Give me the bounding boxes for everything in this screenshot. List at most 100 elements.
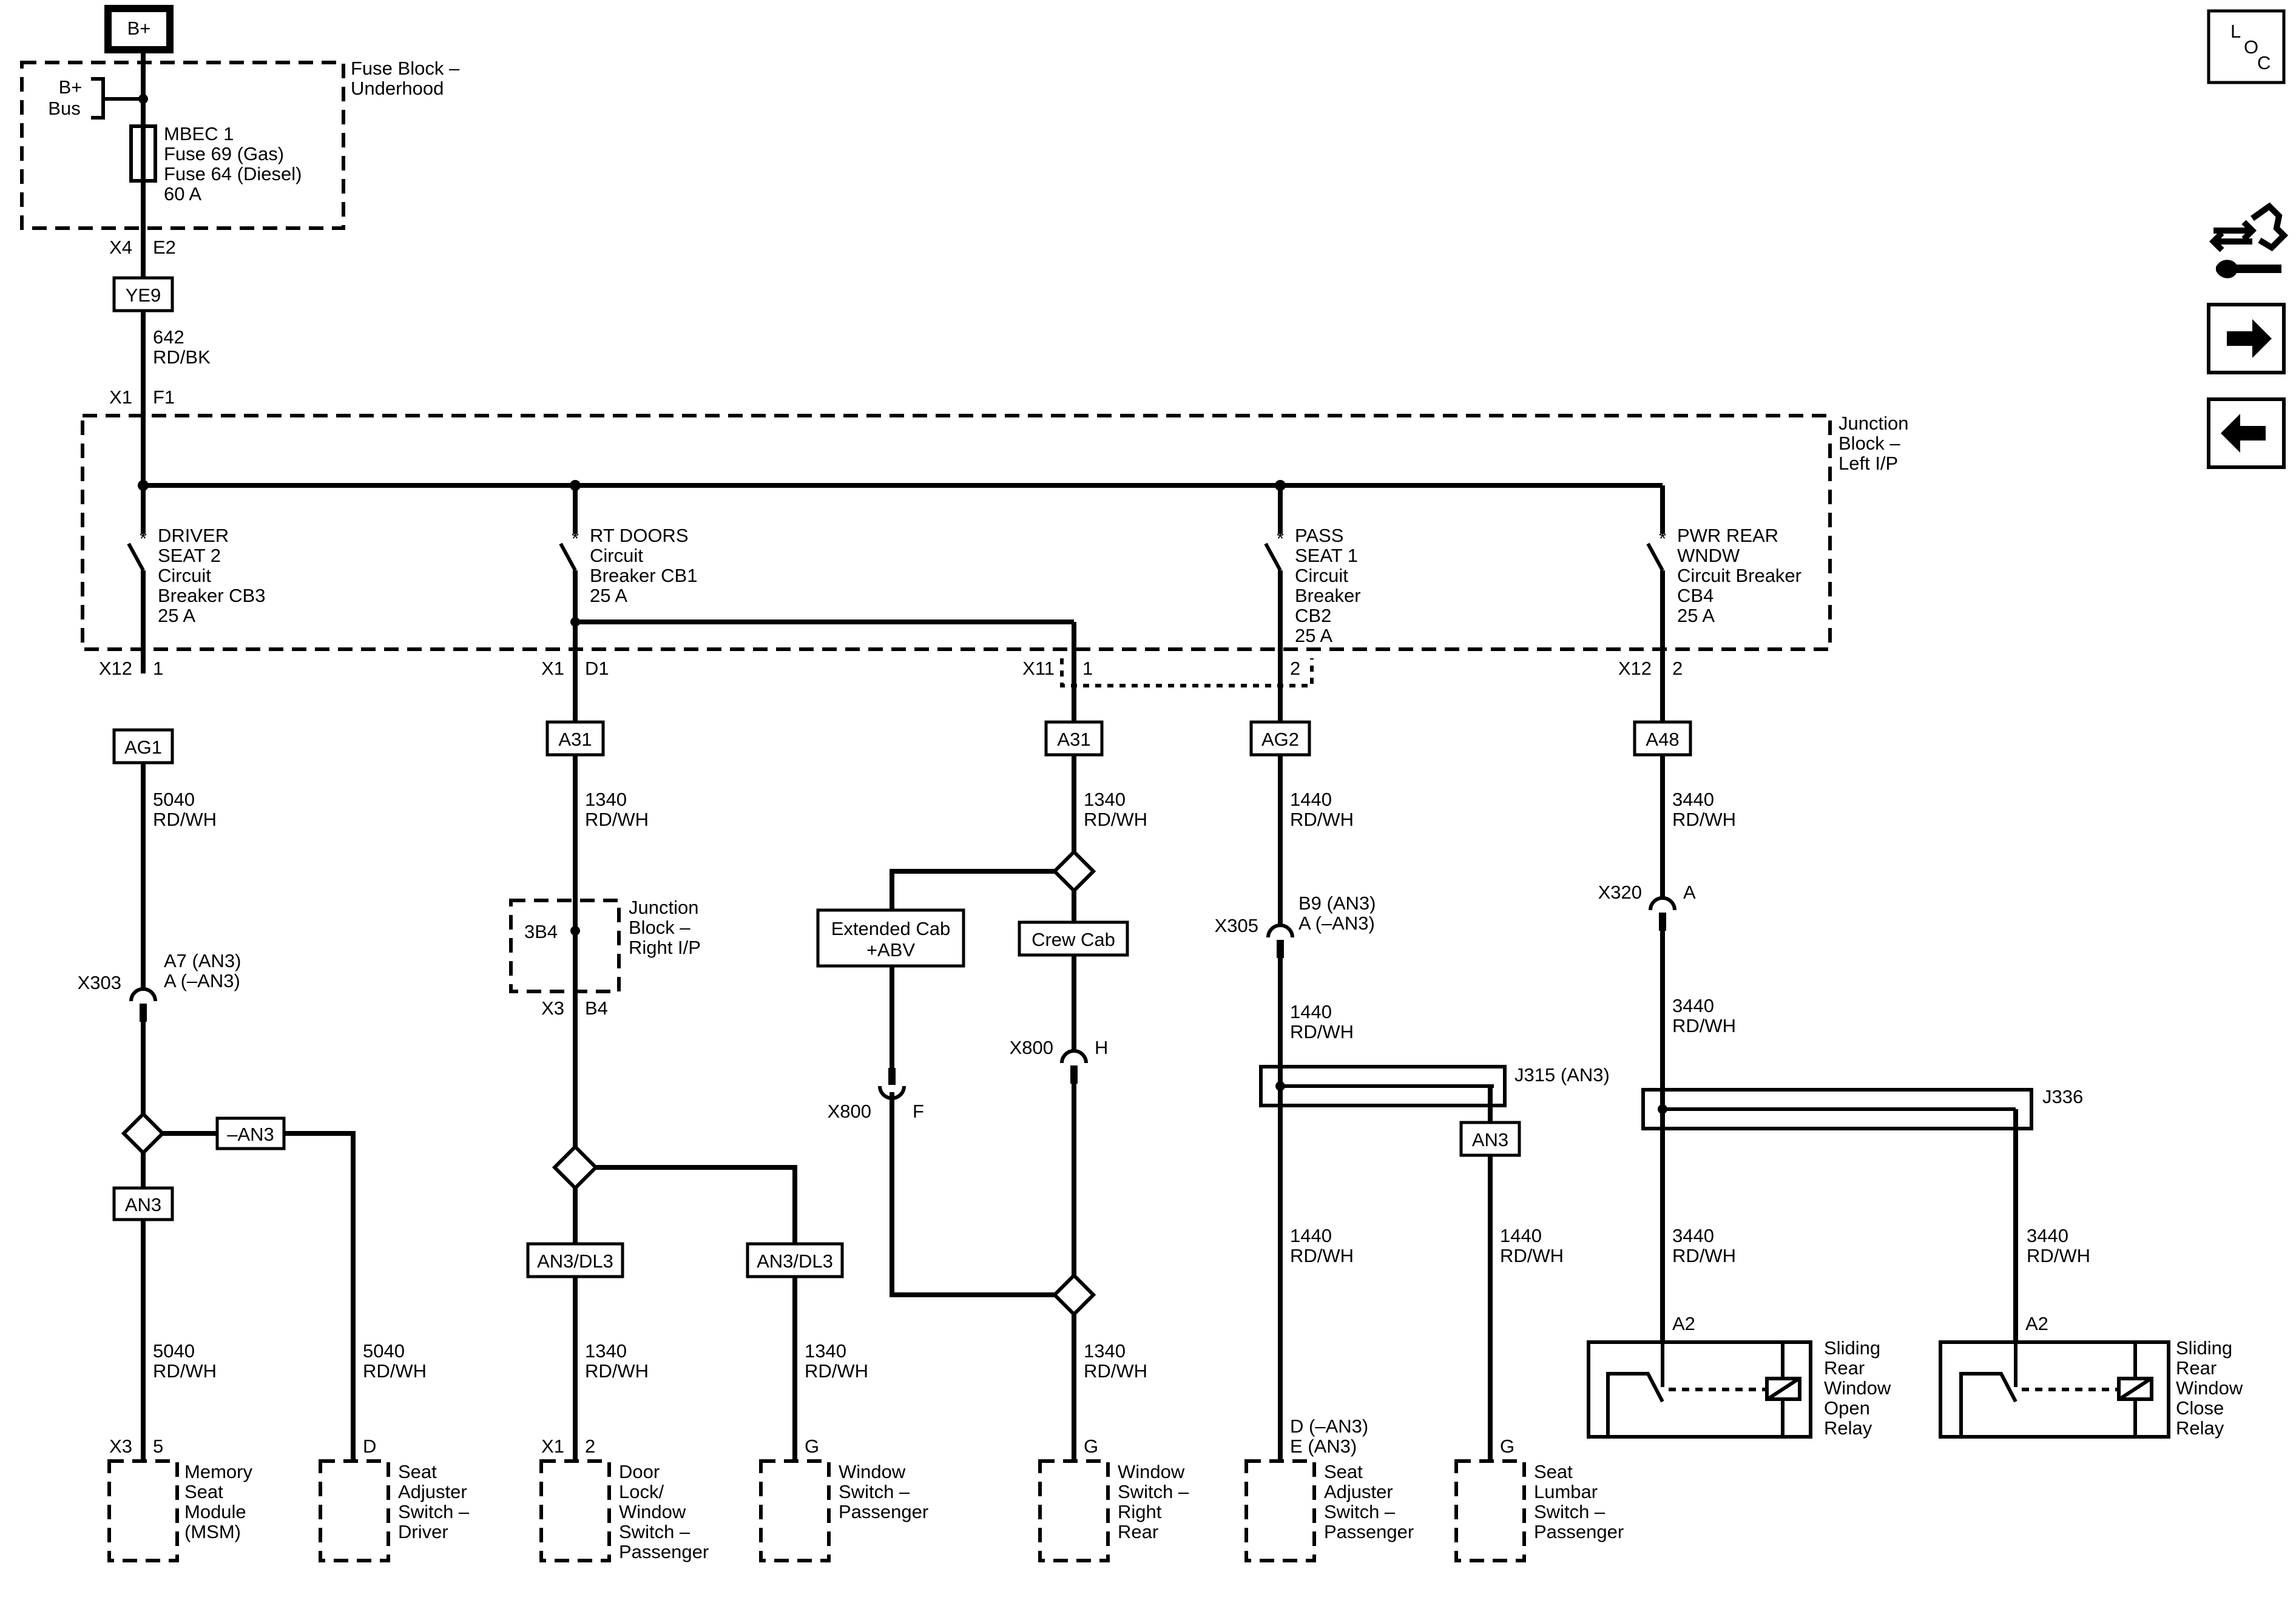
harness-a31-left-label: A31 xyxy=(558,729,592,750)
harness-a31-left xyxy=(545,720,605,757)
relay-close-label-3: Window xyxy=(2176,1377,2243,1399)
seat-adj-driver-label-3: Switch – xyxy=(398,1501,470,1522)
wire-1340-a-number: 1340 xyxy=(585,789,627,810)
x11-pin: 1 xyxy=(1082,658,1093,679)
x320-pin: A xyxy=(1683,882,1696,903)
seat-adj-pass-pin-2: E (AN3) xyxy=(1290,1436,1357,1457)
relay-open-label-3: Window xyxy=(1824,1377,1891,1399)
svg-text:*: * xyxy=(140,528,147,549)
wire-5040-c-number: 5040 xyxy=(363,1340,405,1362)
junction-right-title-3: Right I/P xyxy=(629,937,701,958)
window-pass-pin: G xyxy=(805,1436,819,1457)
window-rr-label-4: Rear xyxy=(1118,1521,1158,1542)
wire-1440-a-number: 1440 xyxy=(1290,789,1332,810)
harness-a48 xyxy=(1633,720,1692,757)
connector-x320-icon xyxy=(1649,896,1676,911)
x303-pin-1: A7 (AN3) xyxy=(164,950,241,971)
msm-conn: X3 xyxy=(109,1436,132,1457)
harness-a31-right-label: A31 xyxy=(1057,729,1090,750)
relay-open-label-4: Open xyxy=(1824,1397,1870,1419)
wire-3440-b-color: RD/WH xyxy=(1672,1015,1736,1036)
cb3-label-1: DRIVER xyxy=(158,525,229,546)
battery-supply-box xyxy=(104,5,174,53)
option-an3-dl3-left-label: AN3/DL3 xyxy=(537,1251,613,1272)
next-page-button[interactable] xyxy=(2207,303,2286,374)
relay-close-label-5: Relay xyxy=(2176,1417,2224,1439)
option-not-an3 xyxy=(215,1116,286,1150)
seat-adj-driver-label-4: Driver xyxy=(398,1521,448,1542)
relay-close-label-4: Close xyxy=(2176,1397,2224,1419)
relay-close-icon xyxy=(1939,1340,2170,1439)
cb2-pin: 2 xyxy=(1290,658,1300,679)
relay-open-icon xyxy=(1587,1340,1812,1439)
relay-open-label-5: Relay xyxy=(1824,1417,1872,1439)
junction-left-title-3: Left I/P xyxy=(1838,453,1898,474)
door-lock-label-1: Door xyxy=(619,1461,660,1482)
x11-conn: X11 xyxy=(1022,658,1055,679)
window-pass-label-2: Switch – xyxy=(839,1481,910,1502)
wire-3440-c-number: 3440 xyxy=(1672,1225,1714,1246)
wire-5040-b-number: 5040 xyxy=(153,1340,195,1362)
battery-supply-label: B+ xyxy=(127,18,151,39)
service-tools-icon[interactable] xyxy=(2209,202,2289,279)
svg-text:*: * xyxy=(572,528,579,549)
x305-pin-2: A (–AN3) xyxy=(1298,913,1375,934)
lumbar-label-2: Lumbar xyxy=(1534,1481,1598,1502)
wire-3440-c-color: RD/WH xyxy=(1672,1245,1736,1266)
fuse-label-1: MBEC 1 xyxy=(164,123,234,144)
msm-pin: 5 xyxy=(153,1436,163,1457)
loc-letter-l: L xyxy=(2230,21,2241,42)
option-an3-dl3-right xyxy=(746,1242,844,1278)
loc-button[interactable]: L O C xyxy=(2207,9,2286,84)
seat-adj-pass-label-3: Switch – xyxy=(1324,1501,1396,1522)
x305-name: X305 xyxy=(1215,915,1258,936)
fuse-label-4: 60 A xyxy=(164,183,201,204)
cb2-label-5: CB2 xyxy=(1295,605,1331,626)
wire-5040-a-color: RD/WH xyxy=(153,809,217,830)
wire-1340-d-color: RD/WH xyxy=(1084,809,1147,830)
cb1-label-2: Circuit xyxy=(590,545,643,566)
component-seat-lumbar-switch-passenger xyxy=(1454,1459,1526,1562)
previous-page-button[interactable] xyxy=(2207,397,2286,469)
wire-3440-a-color: RD/WH xyxy=(1672,809,1736,830)
cb3-pin: 1 xyxy=(153,658,163,679)
seat-adj-driver-label-1: Seat xyxy=(398,1461,437,1482)
cab-split-diamond xyxy=(1052,849,1096,894)
x11-dotted-link xyxy=(1060,658,1314,687)
wire-1340-c-color: RD/WH xyxy=(805,1360,868,1382)
junction-block-left-outline xyxy=(81,414,1832,651)
msm-label-2: Seat xyxy=(184,1481,223,1502)
x800-f-name: X800 xyxy=(828,1101,871,1122)
circuit-breaker-cb1-icon: * xyxy=(559,528,579,734)
cb1-label-3: Breaker CB1 xyxy=(590,565,697,586)
harness-a48-label: A48 xyxy=(1646,729,1679,750)
seat-adj-driver-pin: D xyxy=(363,1436,376,1457)
component-window-switch-passenger xyxy=(759,1459,831,1562)
cb1-pin: D1 xyxy=(585,658,609,679)
wire-1340-e-color: RD/WH xyxy=(1084,1360,1147,1382)
cb3-label-5: 25 A xyxy=(158,605,195,626)
wire-5040-b-color: RD/WH xyxy=(153,1360,217,1382)
wire-1340-b-number: 1340 xyxy=(585,1340,627,1362)
option-crew-cab xyxy=(1018,920,1129,957)
cb4-label-5: 25 A xyxy=(1677,605,1715,626)
window-rr-label-3: Right xyxy=(1118,1501,1162,1522)
wire-3440-b-number: 3440 xyxy=(1672,995,1714,1016)
feed-conn-right: F1 xyxy=(153,387,175,408)
bus-label-1: B+ xyxy=(59,76,83,98)
wire-1340-e-number: 1340 xyxy=(1084,1340,1126,1362)
feed-wire-number: 642 xyxy=(153,326,184,348)
cb3-label-3: Circuit xyxy=(158,565,211,586)
cb2-label-2: SEAT 1 xyxy=(1295,545,1358,566)
wire-3440-d-color: RD/WH xyxy=(2027,1245,2090,1266)
wire-1340-d-number: 1340 xyxy=(1084,789,1126,810)
harness-ye9-label: YE9 xyxy=(126,285,161,306)
option-extended-cab-label-2: +ABV xyxy=(866,939,915,960)
cb1-conn: X1 xyxy=(541,658,564,679)
wire-1440-c-color: RD/WH xyxy=(1290,1245,1354,1266)
window-rr-label-2: Switch – xyxy=(1118,1481,1189,1502)
junction-right-title-1: Junction xyxy=(629,897,698,918)
door-lock-label-3: Window xyxy=(619,1501,686,1522)
relay-close-label-1: Sliding xyxy=(2176,1337,2232,1359)
junction-left-title-2: Block – xyxy=(1838,433,1900,454)
